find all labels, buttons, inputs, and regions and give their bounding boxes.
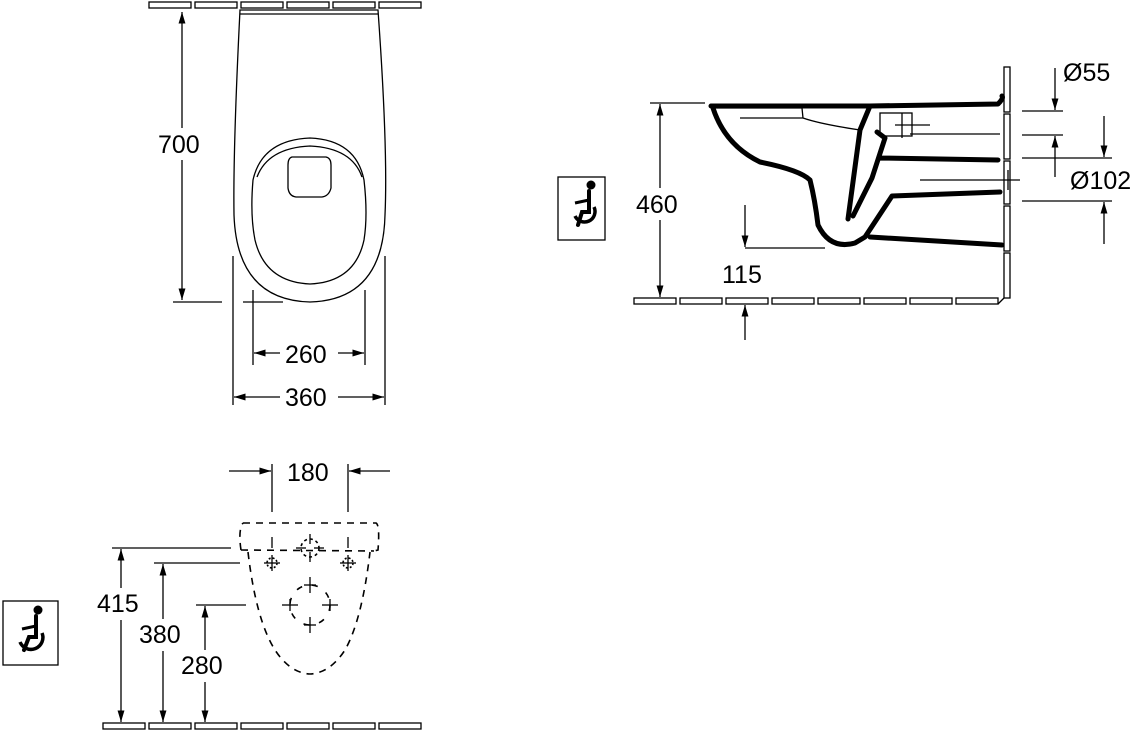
flush-opening (287, 156, 332, 198)
top-view: 700 260 360 (148, 1, 422, 412)
dim-rim-height: 460 (636, 191, 678, 219)
wall-fixing-view: 180 415 380 280 (2, 459, 422, 730)
wall-segments-side (1003, 66, 1011, 299)
seat-ring (251, 137, 367, 285)
dim-length: 700 (158, 131, 200, 159)
side-view: 460 115 Ø55 Ø102 (557, 59, 1131, 340)
wheelchair-accessible-icon-2 (2, 600, 59, 666)
dim-outlet-height: 115 (722, 261, 762, 289)
dim-outlet-diameter: Ø102 (1070, 167, 1131, 195)
dim-height-mid: 380 (139, 621, 181, 649)
bowl-outline-dashed (239, 522, 380, 675)
wheelchair-accessible-icon (557, 176, 606, 241)
dim-bolt-spacing: 180 (287, 459, 329, 487)
dim-total-width: 360 (285, 384, 327, 412)
wall-tiles-top (148, 1, 422, 9)
dim-height-top: 415 (97, 590, 139, 618)
bowl-outline-top (233, 9, 387, 303)
bowl-profile (708, 93, 1005, 247)
dim-seat-width: 260 (285, 341, 327, 369)
dim-inlet-diameter: Ø55 (1063, 59, 1110, 87)
floor-tiles-fixing (102, 722, 422, 730)
fixing-holes (264, 534, 356, 633)
floor-tiles-side (633, 297, 1005, 305)
dim-height-low: 280 (181, 652, 223, 680)
